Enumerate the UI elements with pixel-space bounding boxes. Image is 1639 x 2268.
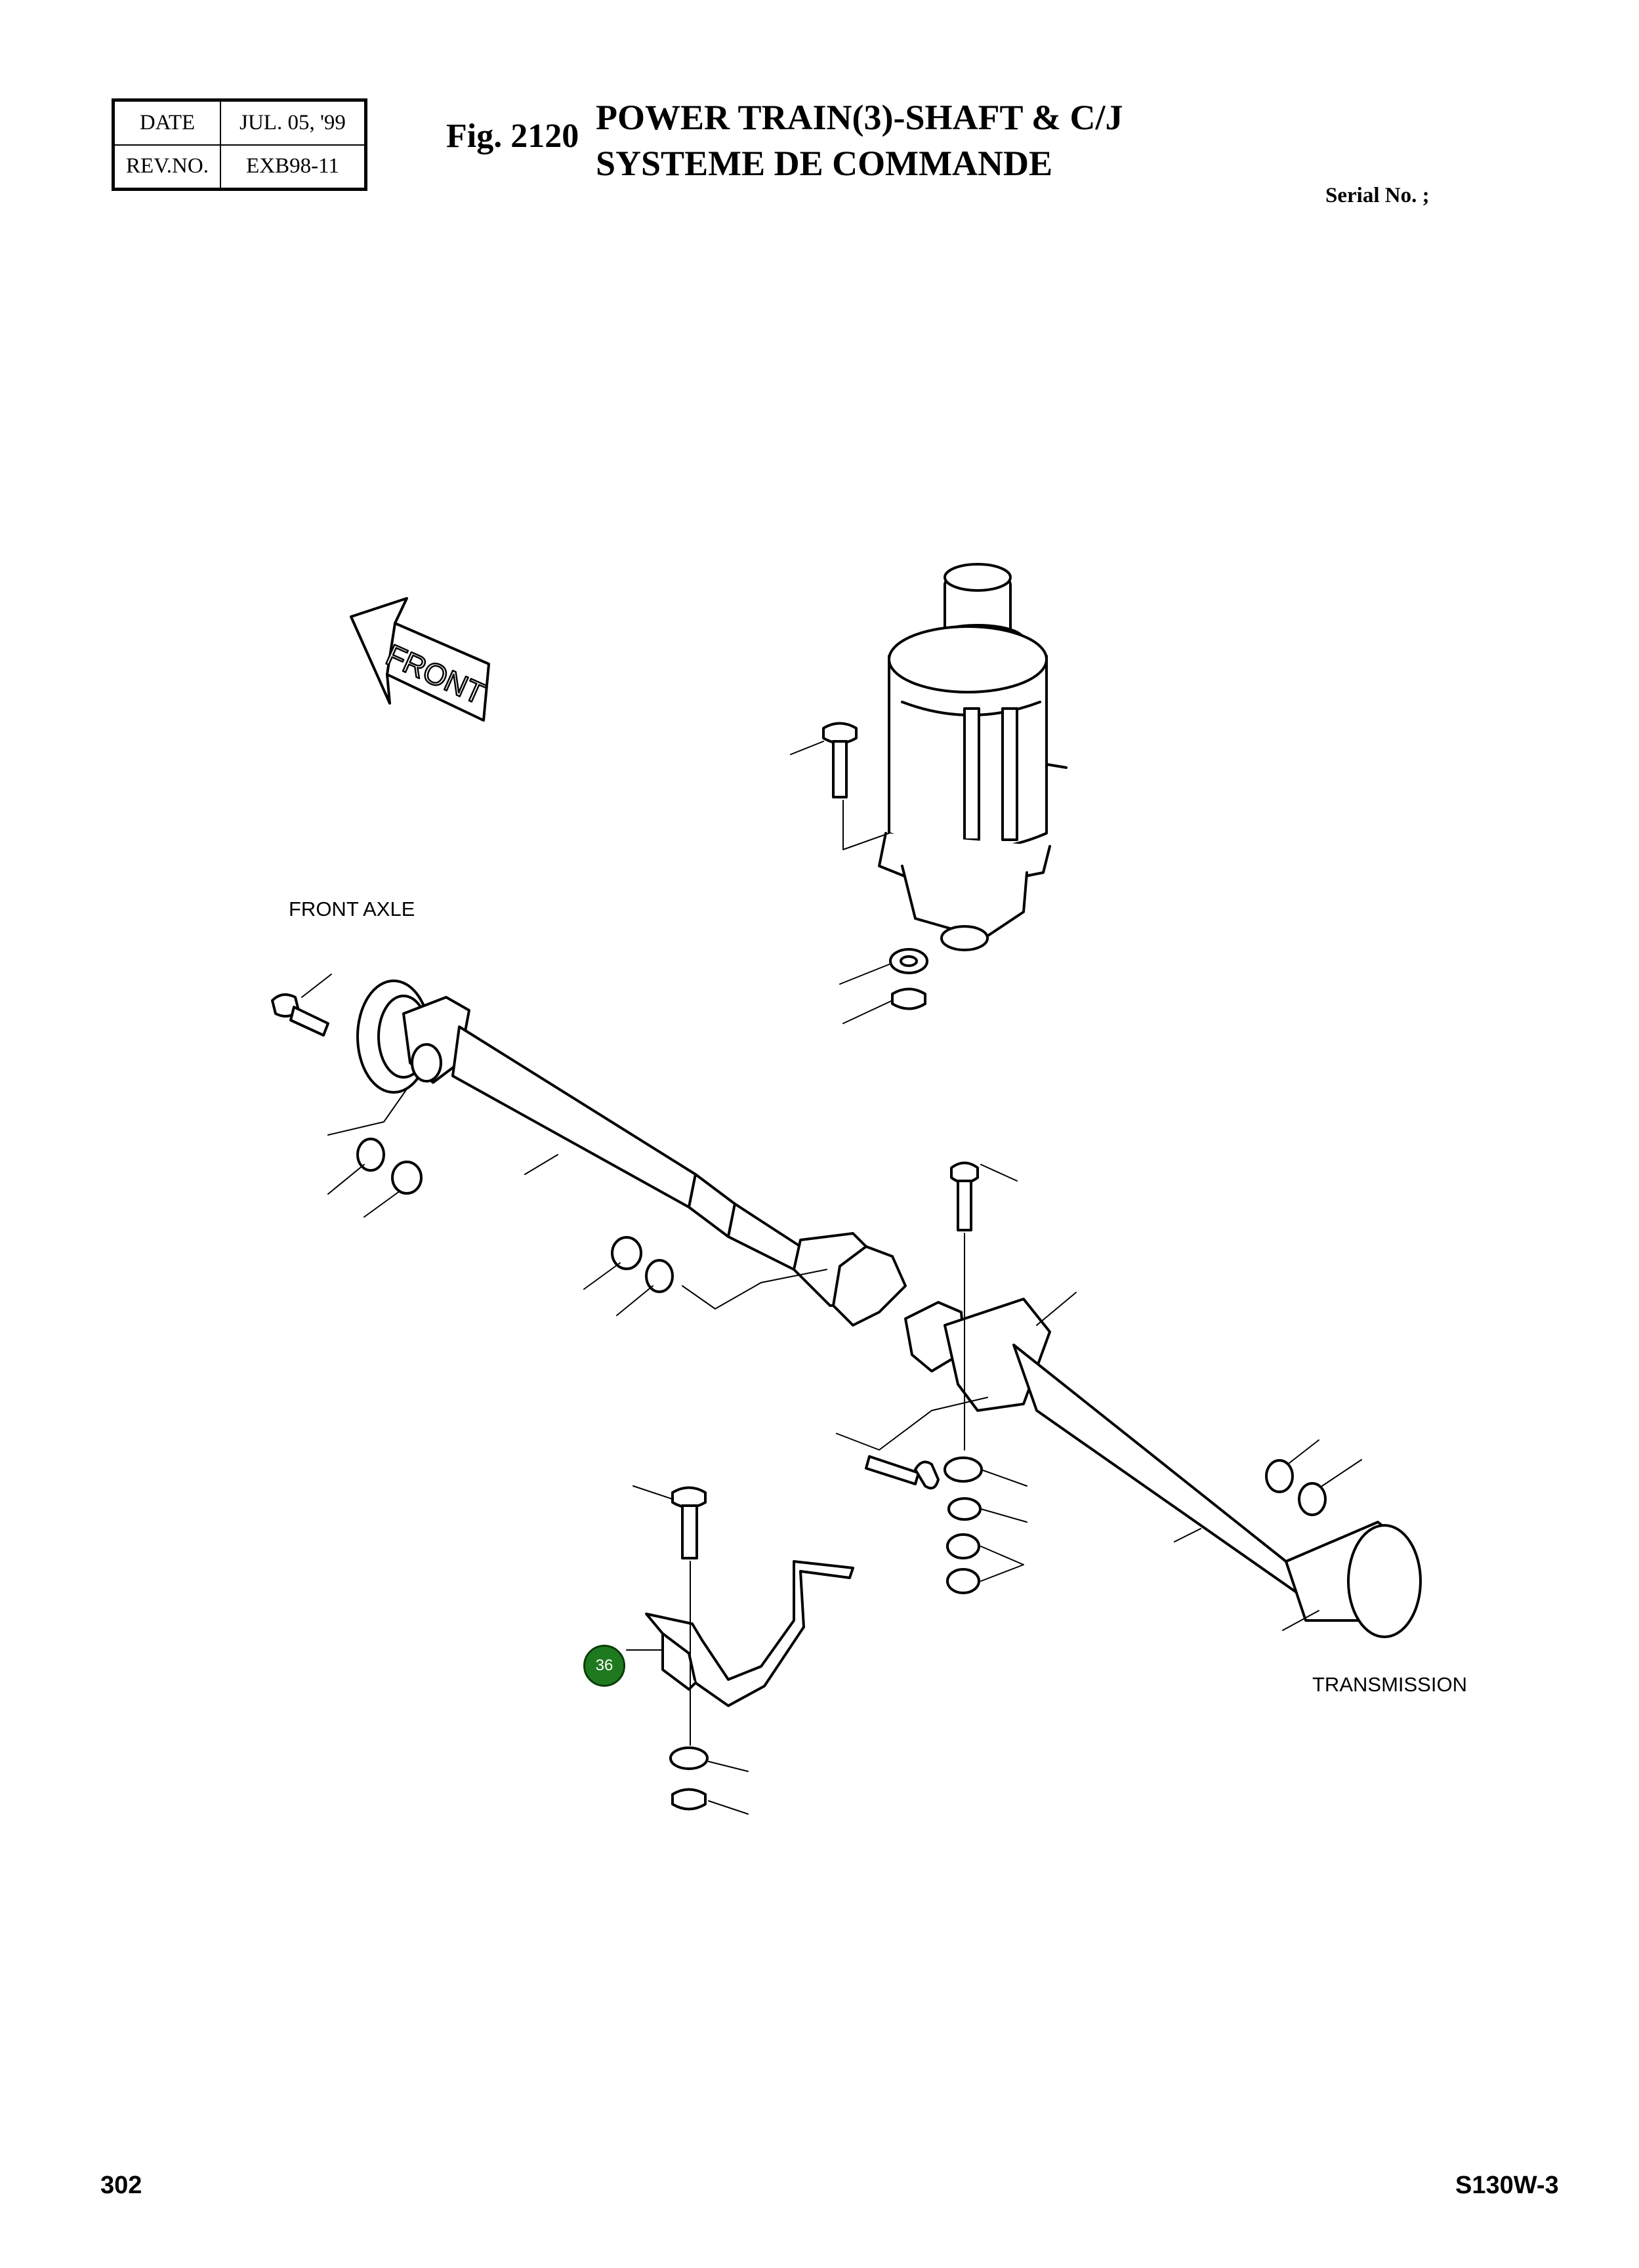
- rev-label: REV.NO.: [112, 144, 221, 190]
- rear-propeller-shaft: [904, 1298, 1422, 1638]
- serial-number: Serial No. ;: [1325, 184, 1430, 207]
- page-title: POWER TRAIN(3)-SHAFT & C/J: [596, 98, 1123, 137]
- transmission-unit: [878, 563, 1068, 951]
- page-number: 302: [100, 2172, 142, 2199]
- page-subtitle: SYSTEME DE COMMANDE: [596, 144, 1053, 183]
- front-axle-label: FRONT AXLE: [289, 897, 415, 920]
- bolt-bracket: [671, 1486, 707, 1559]
- bolt-upper: [790, 722, 858, 798]
- bolt-rear: [950, 1161, 979, 1231]
- part-callout-36[interactable]: 36: [583, 1645, 625, 1687]
- nut-rear-1: [946, 1533, 980, 1559]
- rev-value: EXB98-11: [220, 144, 367, 190]
- front-propeller-shaft: [356, 979, 907, 1327]
- date-value: JUL. 05, '99: [220, 99, 367, 146]
- bolt-front: [271, 993, 329, 1037]
- washer-upper: [889, 948, 928, 974]
- transmission-label: TRANSMISSION: [1312, 1673, 1467, 1696]
- support-bracket: [645, 1560, 854, 1707]
- model-number: S130W-3: [1455, 2172, 1559, 2199]
- revision-table: DATE JUL. 05, '99 REV.NO. EXB98-11: [112, 98, 367, 191]
- nut-rear-2: [946, 1568, 980, 1594]
- front-arrow-icon: FRONT: [350, 597, 491, 722]
- nut-right: [1265, 1459, 1294, 1493]
- washer-right: [1298, 1482, 1327, 1516]
- figure-number: Fig. 2120: [446, 117, 579, 155]
- nut-bracket: [671, 1788, 707, 1811]
- washer-bracket: [669, 1746, 709, 1770]
- nut-mid: [611, 1236, 642, 1270]
- bolt-side: [865, 1455, 940, 1490]
- washer-mid: [645, 1259, 674, 1293]
- washer-front: [356, 1138, 385, 1172]
- nut-upper: [891, 987, 926, 1010]
- washer-rear-2: [947, 1497, 982, 1521]
- nut-front: [391, 1161, 423, 1195]
- washer-rear-1: [944, 1456, 983, 1483]
- date-label: DATE: [112, 99, 221, 146]
